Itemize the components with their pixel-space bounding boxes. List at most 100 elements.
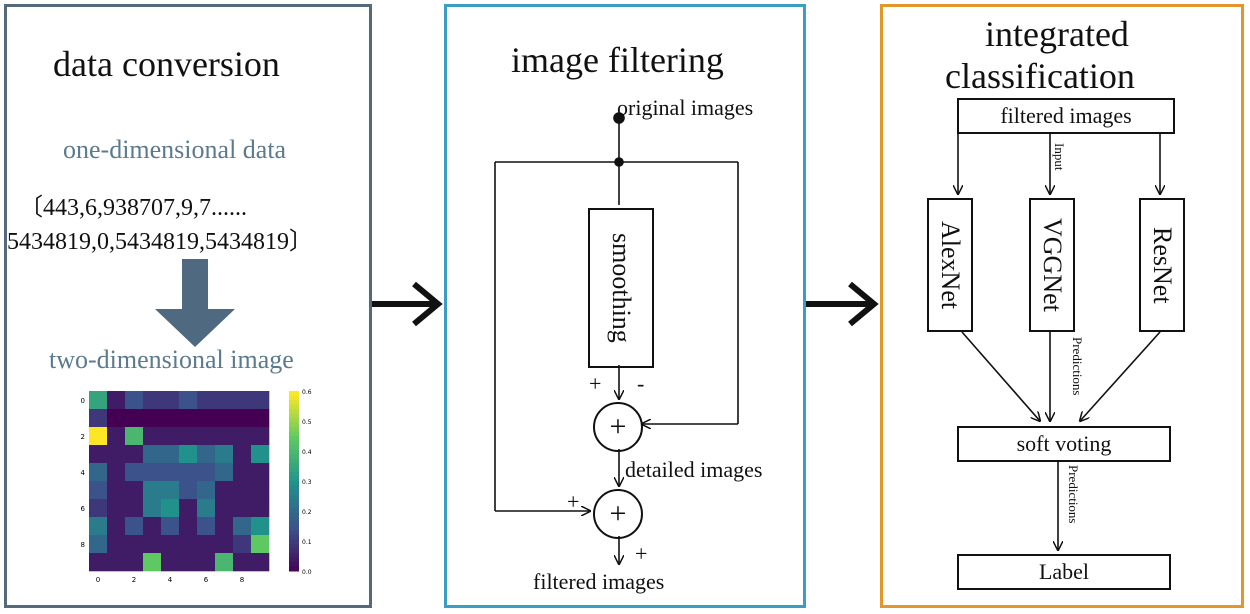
heatmap-cell: [107, 517, 126, 536]
heatmap-cell: [107, 535, 126, 554]
heatmap-cell: [179, 445, 198, 464]
sign-plus-2: +: [567, 489, 580, 514]
heatmap-cell: [179, 499, 198, 518]
heatmap-cell: [179, 535, 198, 554]
heatmap-cell: [89, 463, 108, 482]
vggnet-box: VGGNet: [1029, 198, 1075, 332]
heatmap-cell: [143, 517, 162, 536]
heatmap-x-tick: 2: [132, 576, 136, 584]
colorbar-segment: [289, 436, 299, 441]
heatmap-cell: [233, 427, 252, 446]
heatmap-x-tick: 4: [168, 576, 173, 584]
heatmap-y-tick: 8: [81, 541, 85, 549]
colorbar-segment: [289, 526, 299, 531]
heatmap-cell: [161, 535, 180, 554]
heatmap-cell: [89, 427, 108, 446]
heatmap-cell: [107, 391, 126, 410]
filtered-images-label: filtered images: [533, 569, 665, 594]
colorbar-segment: [289, 521, 299, 527]
original-images-label: original images: [617, 95, 754, 120]
heatmap-cell: [107, 427, 126, 446]
heatmap-cell: [161, 463, 180, 482]
heatmap-x-tick: 0: [96, 576, 100, 584]
heatmap-cell: [125, 463, 144, 482]
heatmap-cell: [197, 445, 216, 464]
heatmap-cell: [197, 553, 216, 572]
colorbar-tick: 0.4: [302, 449, 312, 456]
heatmap-cell: [233, 481, 252, 500]
heatmap-cell: [197, 463, 216, 482]
soft-voting-box: soft voting: [957, 426, 1171, 462]
predictions-label-2: Predictions: [1066, 465, 1081, 524]
heatmap-cell: [179, 409, 198, 428]
filtered-images-box: filtered images: [957, 98, 1175, 134]
heatmap-cell: [89, 517, 108, 536]
colorbar-segment: [289, 445, 299, 450]
heatmap-cell: [197, 427, 216, 446]
heatmap-cell: [215, 445, 234, 464]
heatmap-cell: [251, 517, 270, 536]
colorbar-segment: [289, 449, 299, 455]
colorbar-segment: [289, 454, 299, 459]
heatmap-cell: [161, 445, 180, 464]
heatmap-cell: [125, 409, 144, 428]
heatmap-cell: [233, 445, 252, 464]
heatmap-cell: [215, 391, 234, 410]
heatmap-cell: [107, 499, 126, 518]
heatmap-cell: [233, 463, 252, 482]
colorbar-segment: [289, 512, 299, 518]
colorbar-segment: [289, 481, 299, 486]
classification-title-line-1: integrated: [985, 14, 1129, 54]
heatmap-cell: [161, 391, 180, 410]
heatmap-cell: [233, 499, 252, 518]
heatmap-cell: [161, 553, 180, 572]
colorbar-tick: 0.0: [302, 569, 312, 576]
heatmap-cell: [197, 481, 216, 500]
heatmap-cell: [143, 445, 162, 464]
predictions-label-1: Predictions: [1070, 337, 1085, 396]
heatmap-cell: [179, 427, 198, 446]
panel-arrow-2-icon: [806, 281, 879, 327]
heatmap-cell: [125, 499, 144, 518]
heatmap-cell: [143, 391, 162, 410]
down-arrow-icon: [155, 259, 235, 347]
heatmap-cell: [125, 481, 144, 500]
heatmap-cell: [125, 445, 144, 464]
colorbar-segment: [289, 409, 299, 414]
heatmap-cell: [143, 499, 162, 518]
heatmap-cell: [179, 517, 198, 536]
colorbar-segment: [289, 535, 299, 540]
colorbar-segment: [289, 431, 299, 437]
colorbar-tick: 0.1: [302, 539, 312, 546]
heatmap-cell: [89, 535, 108, 554]
one-dimensional-data-label: one-dimensional data: [63, 135, 287, 164]
heatmap-cell: [143, 427, 162, 446]
heatmap-cell: [215, 463, 234, 482]
heatmap-cell: [161, 427, 180, 446]
heatmap-cell: [107, 409, 126, 428]
colorbar-segment: [289, 508, 299, 513]
input-arrow-label: Input: [1052, 143, 1067, 171]
colorbar-segment: [289, 395, 299, 401]
colorbar-segment: [289, 494, 299, 500]
colorbar-tick: 0.6: [302, 389, 312, 396]
data-conversion-title: data conversion: [53, 44, 280, 84]
heatmap-cell: [89, 391, 108, 410]
colorbar-segment: [289, 530, 299, 536]
heatmap-cell: [197, 535, 216, 554]
heatmap-cell: [233, 517, 252, 536]
heatmap-cell: [143, 535, 162, 554]
smoothing-box: smoothing: [588, 208, 654, 368]
heatmap-cell: [143, 463, 162, 482]
colorbar-segment: [289, 503, 299, 509]
colorbar-segment: [289, 440, 299, 446]
heatmap-cell: [251, 391, 270, 410]
colorbar-tick: 0.3: [302, 479, 312, 486]
classification-connectors: [958, 134, 1160, 550]
heatmap-cell: [143, 481, 162, 500]
colorbar-segment: [289, 418, 299, 423]
data-conversion-panel: data conversion one-dimensional data 〔44…: [4, 4, 372, 608]
integrated-classification-panel: integrated classification filtered image…: [880, 4, 1244, 608]
heatmap-cell: [233, 391, 252, 410]
